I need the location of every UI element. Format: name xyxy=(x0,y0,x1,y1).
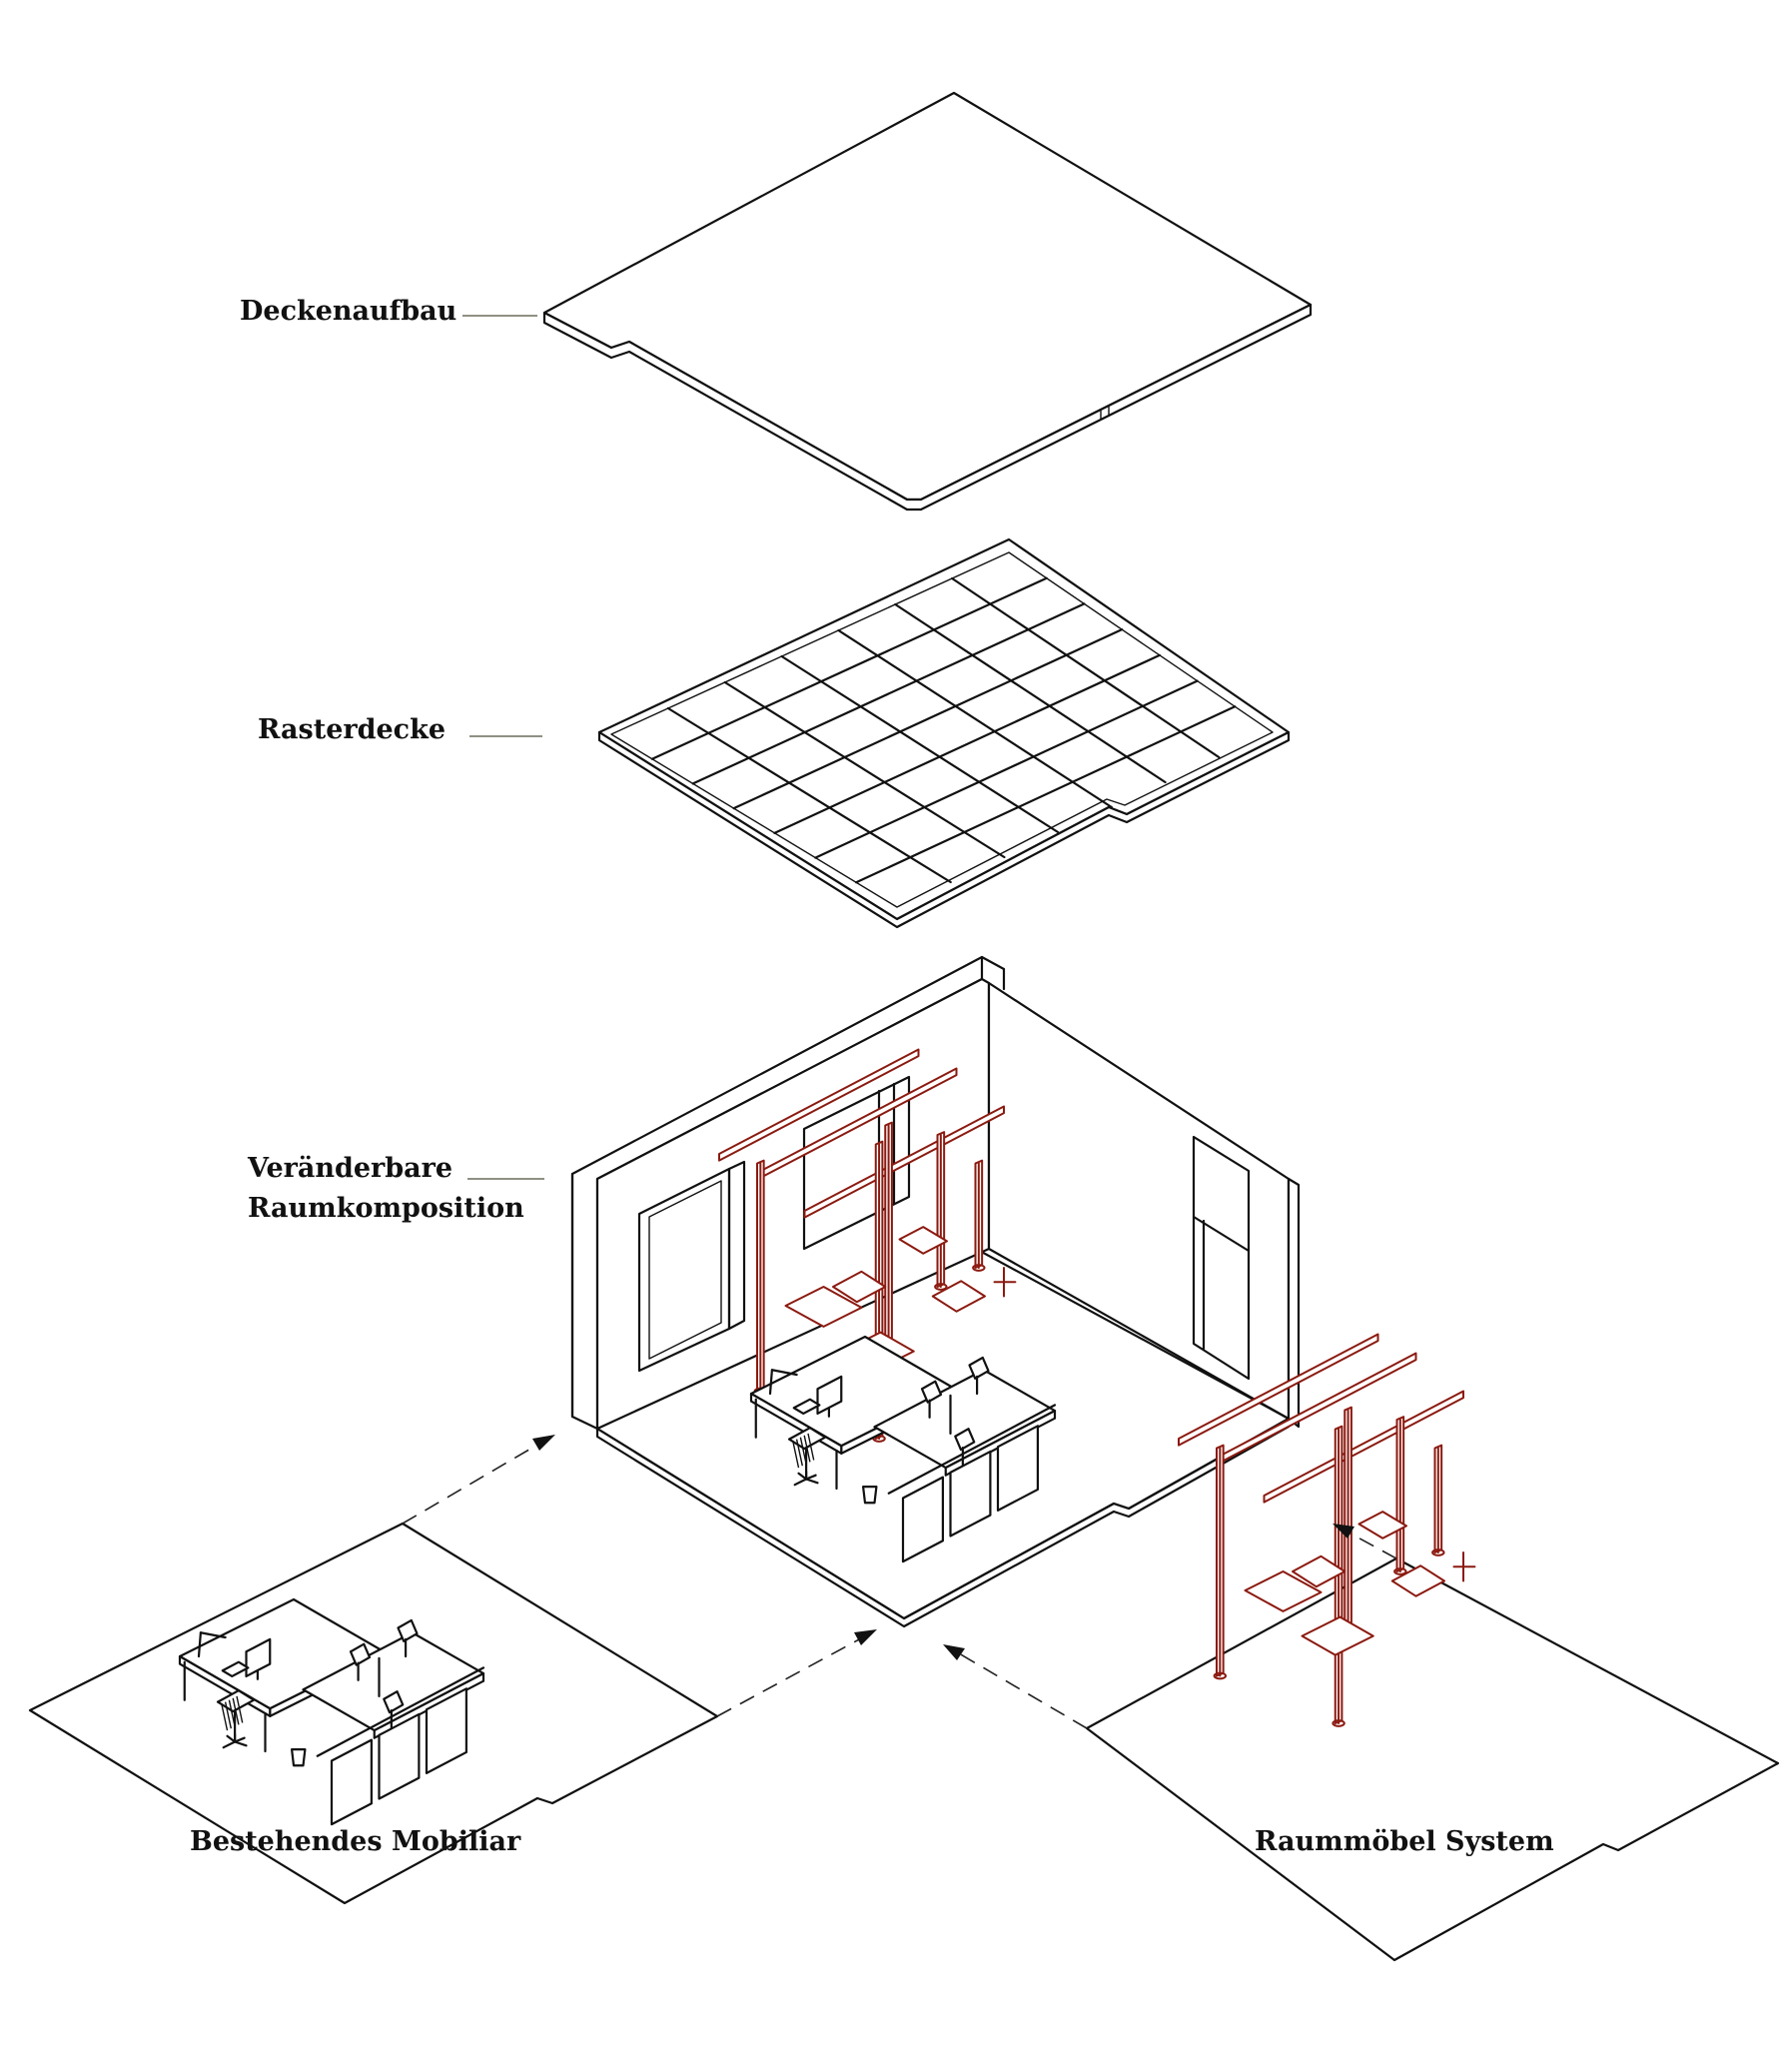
office-chair-back xyxy=(224,1701,232,1729)
arrow-existing-to-room-lower xyxy=(716,1629,877,1717)
desk-lamp xyxy=(770,1369,798,1377)
shell-chair xyxy=(968,1356,990,1380)
label-ceiling-build: Deckenaufbau xyxy=(240,296,457,327)
acoustic-panel xyxy=(425,1687,467,1774)
office-chair-leg xyxy=(797,1472,808,1481)
system-table xyxy=(1357,1511,1407,1540)
label-grid-ceiling: Rasterdecke xyxy=(258,714,447,745)
office-chair-back xyxy=(795,1439,803,1467)
arrow-existing-to-room-upper xyxy=(402,1435,555,1525)
system-armchair xyxy=(931,1280,986,1313)
acoustic-panel xyxy=(996,1425,1040,1512)
waste-bin xyxy=(291,1747,307,1767)
desk-lamp xyxy=(768,1369,774,1396)
acoustic-panel xyxy=(949,1450,992,1538)
grid-line xyxy=(855,705,1237,884)
room-existing-furniture xyxy=(749,1335,1057,1563)
grid-line xyxy=(814,679,1199,859)
office-chair-leg xyxy=(804,1478,819,1485)
grid-line xyxy=(650,576,1048,760)
system-armchair xyxy=(1390,1564,1445,1597)
system-post-base xyxy=(1332,1719,1345,1727)
ceiling-slab xyxy=(542,91,1313,512)
grid-line xyxy=(894,602,1167,784)
system-table xyxy=(1244,1570,1323,1612)
office-chair-leg xyxy=(234,1736,246,1743)
system-post-base xyxy=(934,1283,948,1291)
label-room-composition-line1: Veränderbare xyxy=(248,1153,453,1184)
shell-chair xyxy=(397,1618,419,1642)
office-chair-leg xyxy=(226,1734,237,1743)
system-table xyxy=(898,1226,948,1255)
office-chair-leg xyxy=(804,1474,817,1481)
desk-edge xyxy=(944,1409,1057,1477)
arrow-system-to-room-lower xyxy=(943,1644,1088,1729)
system-beam xyxy=(1178,1333,1379,1447)
system-table xyxy=(784,1286,863,1328)
acoustic-panel xyxy=(901,1476,945,1563)
shell-chair xyxy=(349,1642,372,1666)
room-furniture-system-set xyxy=(1178,1333,1476,1727)
system-armchair xyxy=(1292,1554,1346,1588)
label-room-composition-line2: Raumkomposition xyxy=(248,1193,524,1224)
system-post-base xyxy=(972,1264,986,1272)
arrow-system-to-room-upper xyxy=(1333,1524,1397,1559)
office-chair-leg xyxy=(793,1478,808,1487)
room-installed-system xyxy=(718,1048,1017,1443)
keyboard xyxy=(792,1398,821,1416)
panel-rail xyxy=(887,1404,1057,1495)
desk-lamp xyxy=(197,1631,202,1658)
label-existing-furniture: Bestehendes Mobiliar xyxy=(190,1826,521,1857)
office-chair-leg xyxy=(234,1740,248,1747)
label-room-composition: Veränderbare Raumkomposition xyxy=(248,1149,524,1229)
grid-line xyxy=(723,680,1006,859)
system-table xyxy=(1301,1615,1374,1656)
panel-rail xyxy=(316,1666,485,1757)
grid-line xyxy=(732,628,1124,810)
acoustic-panel xyxy=(378,1712,421,1800)
system-post-base xyxy=(1393,1567,1407,1575)
office-chair-back xyxy=(792,1441,800,1469)
office-chair-back xyxy=(221,1703,229,1731)
shell-chair xyxy=(920,1380,943,1404)
office-chair-back xyxy=(236,1695,244,1723)
acoustic-panel xyxy=(330,1738,373,1826)
shell-chair xyxy=(383,1690,405,1714)
grid-line xyxy=(773,653,1161,834)
grid-ceiling-tiles xyxy=(650,576,1237,884)
system-armchair xyxy=(832,1270,887,1304)
label-room-furniture-system: Raummöbel System xyxy=(1255,1826,1554,1857)
grid-line xyxy=(837,628,1113,809)
existing-furniture-set xyxy=(178,1597,485,1826)
grid-line xyxy=(780,654,1060,834)
system-plate xyxy=(1085,1556,1780,1962)
desk-lamp xyxy=(199,1631,227,1639)
waste-bin xyxy=(861,1485,878,1505)
system-beam xyxy=(718,1048,920,1162)
grid-line xyxy=(691,602,1086,785)
desk-edge xyxy=(373,1671,485,1739)
keyboard xyxy=(221,1660,250,1678)
grid-line xyxy=(951,576,1221,759)
office-chair-back xyxy=(807,1433,815,1461)
shell-chair xyxy=(954,1428,976,1452)
system-post-base xyxy=(1213,1671,1228,1680)
grid-ceiling xyxy=(597,537,1291,929)
system-post-base xyxy=(1431,1548,1445,1556)
office-chair-leg xyxy=(222,1740,237,1749)
grid-line xyxy=(666,706,952,884)
